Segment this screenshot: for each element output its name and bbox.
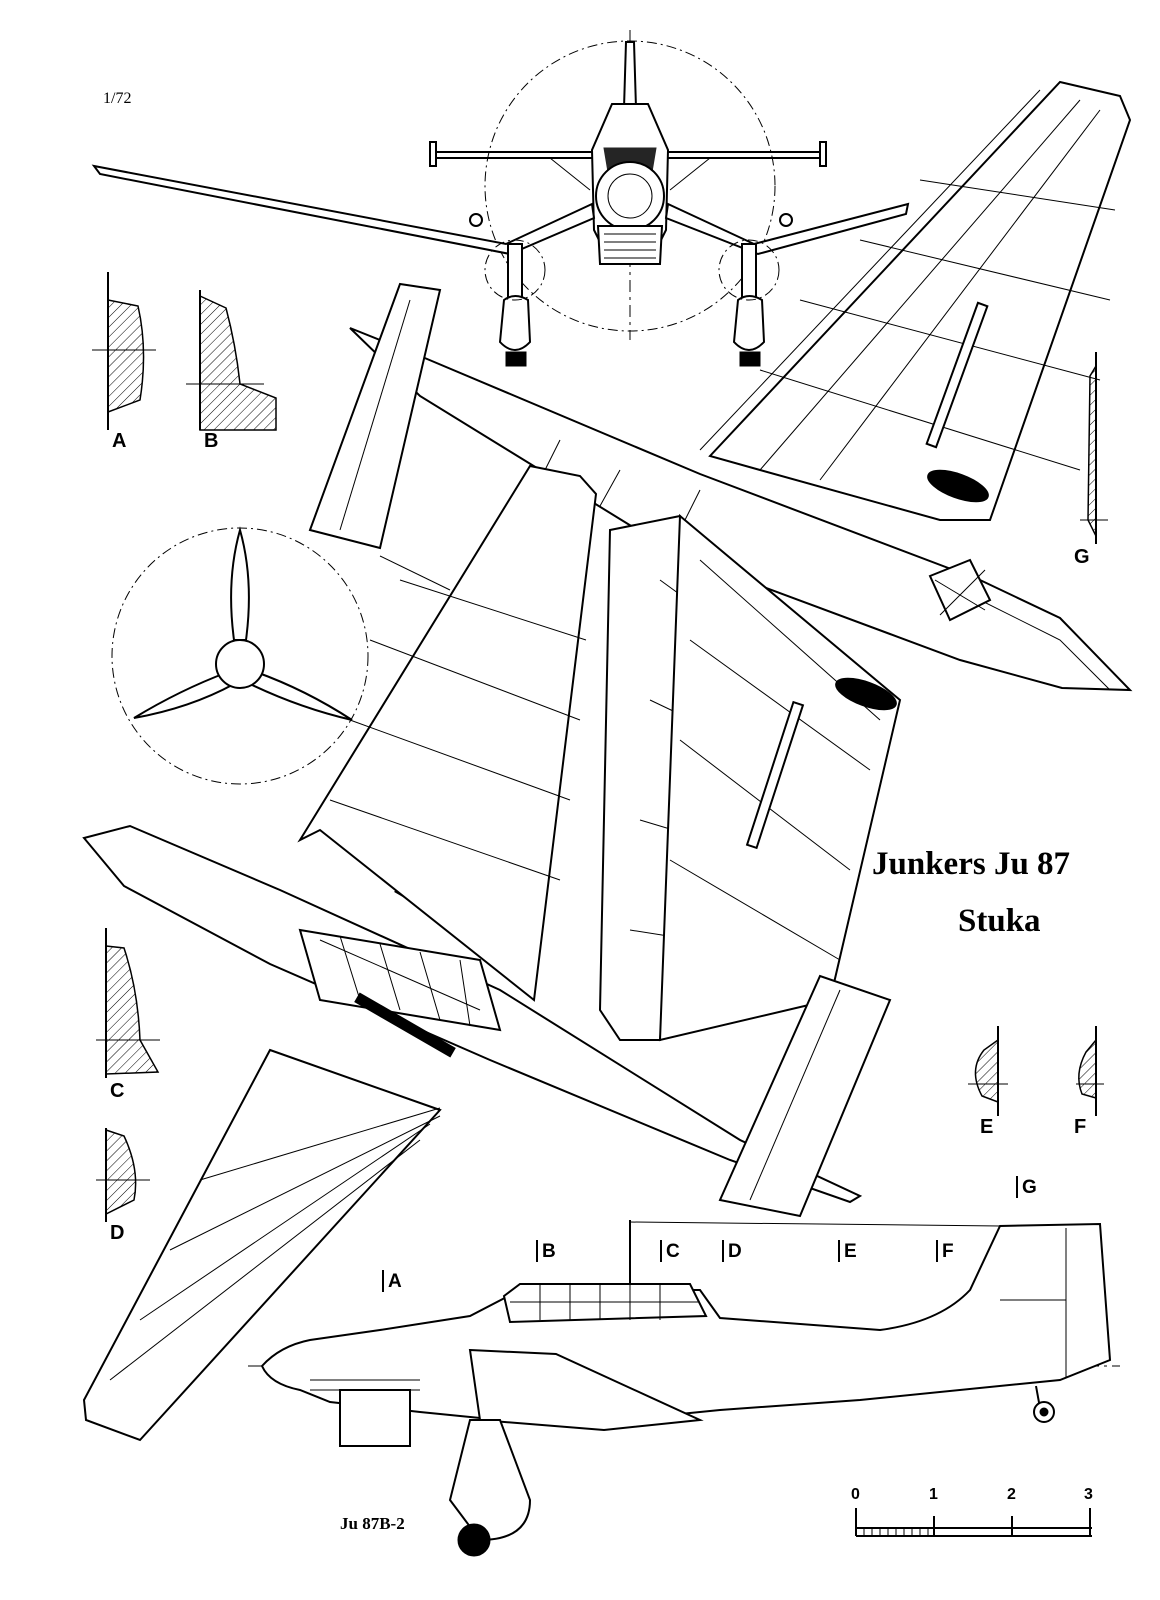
section-marker-f: F (936, 1240, 954, 1263)
section-marker-d: D (722, 1240, 742, 1263)
section-marker-g: G (1016, 1176, 1037, 1199)
scale-tick-1: 1 (929, 1486, 938, 1503)
section-label-f: F (1074, 1116, 1087, 1138)
section-profiles (92, 272, 1108, 1222)
front-view (91, 30, 910, 367)
section-label-e: E (980, 1116, 994, 1138)
title-line2: Stuka (958, 903, 1041, 939)
section-marker-a: A (382, 1270, 402, 1293)
section-label-c: C (110, 1080, 125, 1102)
lower-plan-view (82, 464, 892, 1442)
section-label-g: G (1074, 546, 1090, 568)
title-line1: Junkers Ju 87 (872, 846, 1071, 882)
section-label-b: B (204, 430, 219, 452)
variant-label: Ju 87B-2 (340, 1514, 405, 1533)
scale-tick-2: 2 (1007, 1486, 1016, 1503)
scale-tick-3: 3 (1084, 1486, 1093, 1503)
scale-tick-0: 0 (851, 1486, 860, 1503)
scale-bar (855, 1508, 1092, 1537)
upper-plan-view (308, 80, 1133, 1042)
propeller-view (111, 526, 369, 785)
section-marker-c: C (660, 1240, 680, 1263)
section-label-d: D (110, 1222, 125, 1244)
section-label-a: A (112, 430, 127, 452)
scale-note: 1/72 (103, 90, 132, 107)
section-marker-b: B (536, 1240, 556, 1263)
section-marker-e: E (838, 1240, 857, 1263)
side-view (248, 1220, 1120, 1557)
